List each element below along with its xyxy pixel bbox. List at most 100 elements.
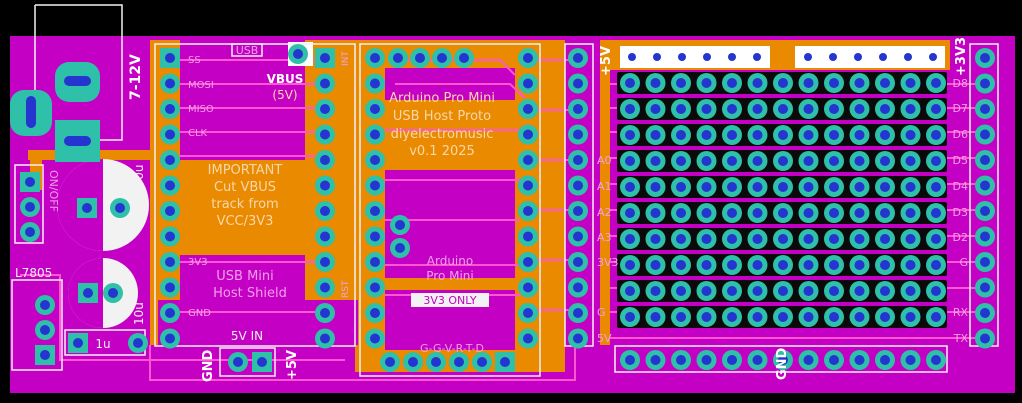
- cap1-pad-2-hole: [133, 338, 143, 348]
- ftdi-label: G-G-V-R-T-D: [420, 342, 484, 355]
- left-header-pad-hole: [573, 53, 583, 63]
- proto-pad-hole: [829, 234, 839, 244]
- warn-line4: VCC/3V3: [217, 214, 274, 229]
- proto-pad-hole: [829, 182, 839, 192]
- pin-label-ss: SS: [188, 55, 201, 66]
- right-header-pad-hole: [980, 282, 990, 293]
- vbus-label: VBUS: [267, 72, 304, 86]
- proto-pad-hole: [676, 104, 686, 114]
- header-pin-dot: [829, 53, 837, 61]
- pin-label-mosi: MOSI: [188, 80, 214, 91]
- shield-right-pad-hole: [320, 129, 330, 140]
- cap100-pad-minus-hole: [115, 203, 125, 213]
- proto-pad-hole: [701, 182, 712, 192]
- ftdi-pad-hole: [408, 357, 418, 367]
- gnd-rail-pad-hole: [625, 355, 635, 365]
- proto-pad-hole: [880, 156, 890, 166]
- title-line4: v0.1 2025: [409, 144, 475, 159]
- proto-pad-hole: [727, 234, 737, 244]
- rst-label: RST: [341, 280, 351, 298]
- pin-label-gnd: GND: [188, 308, 211, 319]
- proto-pad-hole: [701, 104, 712, 114]
- promini-top-pad-hole: [393, 53, 403, 63]
- right-header-pad-hole: [980, 180, 990, 191]
- left-header-pad-hole: [573, 282, 583, 293]
- left-header-label: A2: [597, 206, 612, 219]
- proto-pad-hole: [727, 286, 737, 296]
- pin-label-miso: MISO: [188, 104, 214, 115]
- proto-pad-hole: [829, 104, 839, 114]
- usb-label: USB: [236, 44, 259, 57]
- promini-right-pad-hole: [523, 53, 533, 63]
- proto-pad-hole: [905, 78, 916, 88]
- header-pin-dot: [854, 53, 862, 61]
- capacitor-100u: [57, 159, 149, 251]
- ftdi-pad-hole: [431, 357, 441, 367]
- proto-pad-hole: [676, 156, 686, 166]
- proto-pad-hole: [931, 104, 941, 114]
- warn-line2: Cut VBUS: [214, 180, 276, 195]
- left-header-label: G: [597, 306, 606, 319]
- reg-pad-2-hole: [40, 325, 50, 335]
- left-header-pad-hole: [573, 78, 583, 89]
- proto-pad-hole: [880, 208, 890, 218]
- shield-left-pad-hole: [165, 308, 175, 318]
- proto-pad-hole: [752, 156, 763, 166]
- left-header-label: A1: [597, 180, 612, 193]
- proto-pad-hole: [829, 208, 839, 218]
- left-header-label: 3V3: [597, 256, 619, 269]
- proto-pad-hole: [778, 130, 788, 140]
- right-header-label: D4: [953, 180, 968, 193]
- proto-pad-hole: [625, 182, 635, 192]
- proto-pad-hole: [803, 286, 814, 296]
- proto-pad-hole: [905, 104, 916, 114]
- proto-pad-hole: [625, 104, 635, 114]
- right-header-pad-hole: [980, 308, 990, 318]
- promini-top-pad-hole: [437, 53, 447, 63]
- in-5v-pad-hole: [257, 357, 267, 367]
- rail-plus3v3-label: +3V3: [954, 37, 969, 76]
- proto-pad-hole: [778, 234, 788, 244]
- shield-left-pad-hole: [165, 78, 175, 89]
- proto-pad-hole: [931, 130, 941, 140]
- proto-pad-hole: [701, 130, 712, 140]
- proto-pad-hole: [625, 234, 635, 244]
- gnd-rail-pad-hole: [905, 355, 916, 365]
- proto-pad-hole: [854, 234, 865, 244]
- proto-pad-hole: [905, 156, 916, 166]
- proto-pad-hole: [829, 130, 839, 140]
- gnd-rail-pad-hole: [650, 355, 661, 365]
- proto-pad-hole: [676, 182, 686, 192]
- proto-pad-hole: [829, 312, 839, 322]
- promini-right-pad-hole: [523, 257, 533, 267]
- promini-left-pad-hole: [370, 231, 380, 242]
- header-pin-dot: [804, 53, 812, 61]
- switch-pad-3-hole: [25, 227, 35, 237]
- cap-10u-label: 10u: [132, 302, 146, 325]
- right-header-pad-hole: [980, 78, 990, 89]
- left-header-pad-hole: [573, 308, 583, 318]
- only-3v3-box: [411, 293, 489, 307]
- promini-right-pad-hole: [523, 129, 533, 140]
- shield-left-pad-hole: [165, 53, 175, 63]
- right-header-label: D7: [953, 102, 968, 115]
- proto-pad-hole: [905, 130, 916, 140]
- title-line2: USB Host Proto: [393, 109, 491, 124]
- header-pin-dot: [728, 53, 736, 61]
- proto-pad-hole: [880, 260, 890, 270]
- proto-pad-hole: [727, 130, 737, 140]
- proto-pad-hole: [803, 78, 814, 88]
- proto-pad-hole: [803, 260, 814, 270]
- proto-pad-hole: [752, 208, 763, 218]
- header-pin-dot: [753, 53, 761, 61]
- proto-pad-hole: [650, 286, 661, 296]
- pin-label-3v3: 3V3: [188, 257, 208, 268]
- proto-pad-hole: [650, 78, 661, 88]
- proto-pad-hole: [931, 182, 941, 192]
- proto-pad-hole: [701, 208, 712, 218]
- proto-pad-hole: [803, 130, 814, 140]
- left-header-label: A3: [597, 231, 612, 244]
